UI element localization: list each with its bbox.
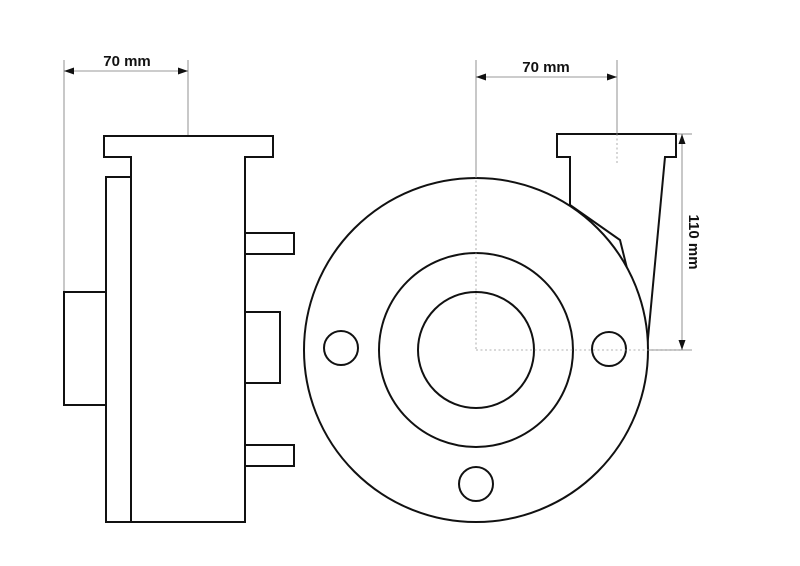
side-upper-pin	[244, 232, 295, 255]
side-lower-pin	[244, 444, 295, 467]
side-left-boss	[63, 291, 107, 406]
front-bolt-hole-left	[323, 330, 359, 366]
side-dimension-arrow-left	[64, 67, 74, 75]
side-middle-boss	[244, 311, 281, 384]
front-width-label: 70 mm	[522, 59, 570, 76]
front-inner-bore	[417, 291, 535, 409]
side-view: 70 mm	[63, 53, 295, 523]
height-dimension-arrow-bottom	[678, 340, 686, 350]
side-back-plate	[105, 176, 132, 523]
front-bolt-hole-bottom	[458, 466, 494, 502]
height-dimension-arrow-top	[678, 134, 686, 144]
front-height-dimension: 110 mm	[647, 133, 702, 351]
front-dimension-arrow-left	[476, 73, 486, 81]
side-housing-body	[103, 135, 274, 523]
front-bolt-hole-right	[591, 331, 627, 367]
side-width-label: 70 mm	[103, 53, 151, 70]
front-view: 70 mm 110 mm	[303, 59, 702, 523]
side-width-dimension: 70 mm	[63, 53, 189, 292]
front-dimension-arrow-right	[607, 73, 617, 81]
side-dimension-arrow-right	[178, 67, 188, 75]
front-height-label: 110 mm	[685, 214, 702, 269]
front-width-dimension: 70 mm	[475, 59, 618, 176]
